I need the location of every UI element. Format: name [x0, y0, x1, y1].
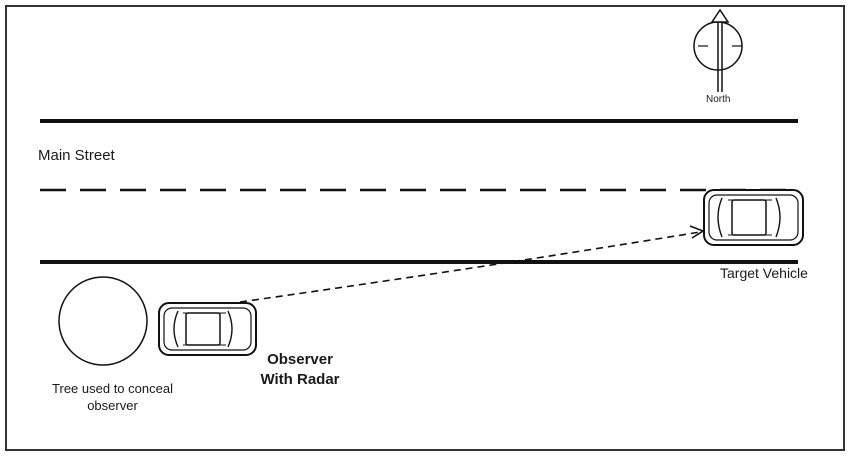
- target-vehicle-label: Target Vehicle: [720, 265, 808, 281]
- tree-label: Tree used to conceal observer: [30, 380, 195, 414]
- diagram-frame: [5, 5, 845, 451]
- north-compass-icon: [693, 8, 743, 92]
- north-label: North: [706, 94, 731, 105]
- radar-beam-line: [239, 231, 701, 303]
- observer-label: Observer With Radar: [240, 350, 360, 390]
- tree-label-line-2: observer: [87, 398, 138, 413]
- target-car-icon: [703, 189, 804, 246]
- street-name-label: Main Street: [38, 147, 115, 164]
- tree-icon: [58, 276, 148, 366]
- observer-car-icon: [158, 302, 257, 356]
- tree-label-line-1: Tree used to conceal: [52, 381, 173, 396]
- observer-label-line-2: With Radar: [260, 371, 340, 388]
- observer-label-line-1: Observer: [267, 351, 333, 368]
